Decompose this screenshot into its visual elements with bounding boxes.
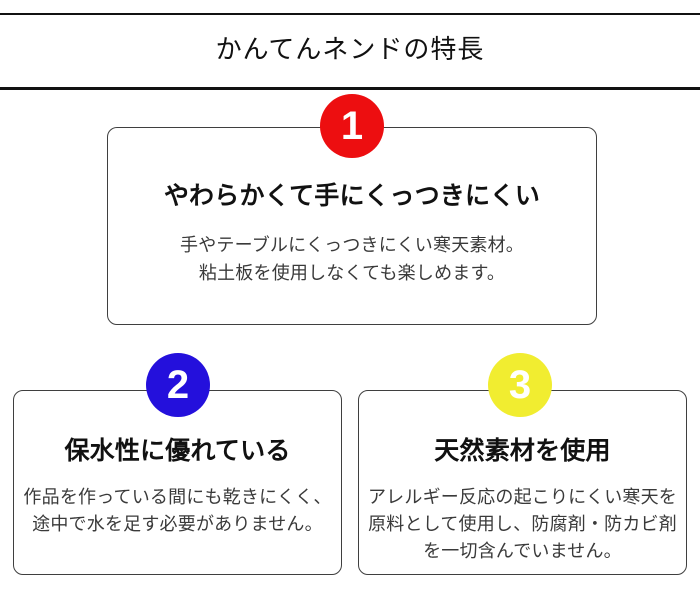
feature-2-number-badge: 2 [146, 353, 210, 417]
title-bottom-divider-line [0, 87, 700, 90]
page-title: かんてんネンドの特長 [215, 34, 485, 64]
feature-2-description-line: 作品を作っている間にも乾きにくく、 [23, 487, 332, 507]
feature-2-description-line: 途中で水を足す必要がありません。 [32, 514, 323, 534]
feature-3-number-badge: 3 [488, 353, 552, 417]
feature-1-description-line: 粘土板を使用しなくても楽しめます。 [198, 263, 506, 283]
feature-2-heading: 保水性に優れている [64, 437, 291, 465]
feature-3-heading: 天然素材を使用 [434, 437, 611, 465]
feature-card-3: 天然素材を使用 アレルギー反応の起こりにくい寒天を 原料として使用し、防腐剤・防… [358, 390, 687, 575]
feature-3-description-line: アレルギー反応の起こりにくい寒天を [367, 487, 678, 507]
top-divider-line [0, 13, 700, 15]
feature-1-number-badge: 1 [320, 94, 384, 158]
feature-1-description-line: 手やテーブルにくっつきにくい寒天素材。 [180, 235, 524, 255]
feature-3-description-line: 原料として使用し、防腐剤・防カビ剤 [368, 514, 677, 534]
feature-2-description: 作品を作っている間にも乾きにくく、 途中で水を足す必要がありません。 [14, 484, 341, 538]
feature-3-description-line: を一切含んでいません。 [423, 541, 622, 561]
feature-1-description: 手やテーブルにくっつきにくい寒天素材。 粘土板を使用しなくても楽しめます。 [108, 231, 596, 287]
feature-card-2: 保水性に優れている 作品を作っている間にも乾きにくく、 途中で水を足す必要があり… [13, 390, 342, 575]
feature-3-description: アレルギー反応の起こりにくい寒天を 原料として使用し、防腐剤・防カビ剤 を一切含… [359, 484, 686, 565]
feature-1-heading: やわらかくて手にくっつきにくい [163, 182, 541, 210]
feature-card-1: やわらかくて手にくっつきにくい 手やテーブルにくっつきにくい寒天素材。 粘土板を… [107, 127, 597, 325]
